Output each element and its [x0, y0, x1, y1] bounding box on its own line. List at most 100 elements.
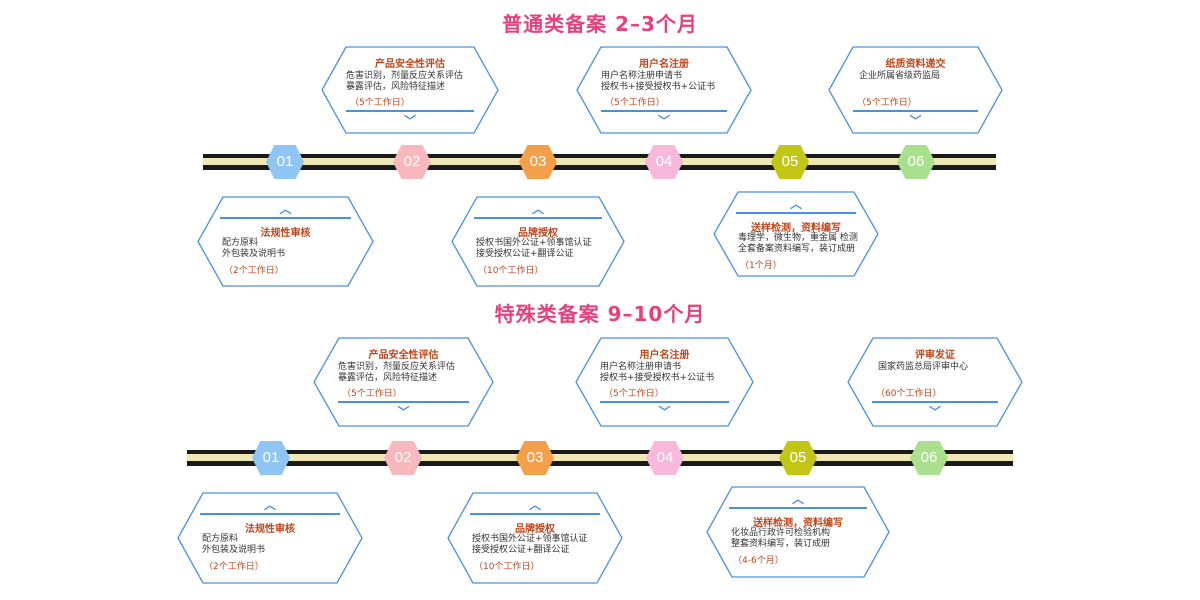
top-step-card: 评审发证国家药监总局评审中心（60个工作日）﹀	[847, 337, 1023, 427]
card-duration: （5个工作日）	[604, 389, 664, 399]
card-detail-line: 接受授权公证+翻译公证	[476, 249, 574, 259]
card-detail-line: 用户名称注册申请书	[601, 71, 683, 81]
chevron-down-icon: ﹀	[909, 114, 922, 128]
top-step-card: 用户名注册用户名称注册申请书授权书+接受授权书+公证书（5个工作日）﹀	[575, 337, 754, 427]
step-node: 06	[910, 441, 948, 475]
step-node: 02	[393, 145, 431, 179]
hexagon-card-frame	[451, 196, 625, 287]
hexagon-outline	[177, 492, 363, 584]
hexagon-outline	[447, 492, 623, 584]
card-title: 评审发证	[915, 350, 955, 361]
card-detail-line: 企业所属省级药监局	[859, 71, 941, 81]
bottom-step-card: ︿ 法规性审核配方原料外包装及说明书 （2个工作日）	[177, 492, 363, 584]
step-node: 04	[646, 441, 684, 475]
card-duration: （5个工作日）	[605, 98, 665, 108]
step-node: 01	[266, 145, 304, 179]
step-node: 02	[384, 441, 422, 475]
section-title: 特殊类备案 9–10个月	[494, 302, 706, 326]
card-divider	[474, 217, 602, 219]
card-duration: （1个月）	[740, 261, 782, 271]
card-title: 纸质资料递交	[885, 59, 946, 70]
card-divider	[729, 507, 867, 509]
hexagon-outline	[451, 196, 625, 287]
card-duration: （10个工作日）	[478, 266, 544, 276]
chevron-down-icon: ﹀	[658, 405, 671, 419]
hexagon-card-frame	[447, 492, 623, 584]
card-divider	[872, 401, 998, 403]
card-detail-line: 授权书国外公证+领事馆认证	[476, 238, 592, 248]
card-title: 用户名注册	[639, 350, 690, 361]
bottom-step-card: ︿ 送样检测，资料编写毒理学，微生物，重金属 检测全套备案资料编写，装订成册 （1个…	[713, 191, 879, 277]
step-node: 03	[519, 145, 557, 179]
top-step-card: 产品安全性评估危害识别，剂量反应关系评估暴露评估，风险特征描述（5个工作日）﹀	[313, 337, 494, 427]
top-step-card: 产品安全性评估危害识别，剂量反应关系评估暴露评估，风险特征描述 （5个工作日） ﹀	[321, 46, 499, 134]
chevron-down-icon: ﹀	[403, 114, 416, 128]
card-divider	[346, 110, 474, 112]
chevron-up-icon: ︿	[789, 197, 802, 211]
chevron-down-icon: ﹀	[657, 114, 670, 128]
chevron-down-icon: ﹀	[928, 405, 941, 419]
card-detail-line: 危害识别，剂量反应关系评估	[346, 71, 464, 81]
hexagon-outline	[197, 196, 374, 287]
hexagon-card-frame	[313, 337, 494, 427]
card-detail-line: 全套备案资料编写，装订成册	[738, 244, 856, 254]
chevron-up-icon: ︿	[528, 498, 541, 512]
card-divider	[338, 401, 469, 403]
card-detail-line: 整套资料编写，装订成册	[731, 539, 831, 549]
card-divider	[600, 401, 729, 403]
card-title: 用户名注册	[639, 59, 689, 70]
card-detail-line: 配方原料	[202, 534, 239, 544]
card-title: 送样检测，资料编写	[753, 518, 843, 529]
bottom-step-card: ︿品牌授权授权书国外公证+领事馆认证接受授权公证+翻译公证（10个工作日）	[447, 492, 623, 584]
chevron-up-icon: ︿	[279, 202, 292, 216]
section-title: 普通类备案 2–3个月	[502, 12, 698, 36]
card-duration: （60个工作日）	[876, 389, 942, 399]
step-node: 06	[897, 145, 935, 179]
card-detail-line: 毒理学，微生物，重金属 检测	[738, 233, 858, 243]
card-detail-line: 外包装及说明书	[222, 249, 286, 259]
card-divider	[601, 110, 727, 112]
card-title: 法规性审核	[245, 524, 295, 535]
hexagon-outline	[706, 486, 890, 578]
card-divider	[853, 110, 978, 112]
card-divider	[220, 217, 351, 219]
step-node: 03	[516, 441, 554, 475]
hexagon-card-frame	[847, 337, 1023, 427]
hexagon-outline	[575, 337, 754, 427]
card-duration: （10个工作日）	[474, 562, 540, 572]
hexagon-card-frame	[706, 486, 890, 578]
bottom-step-card: ︿ 法规性审核配方原料外包装及说明书 （2个工作日）	[197, 196, 374, 287]
chevron-up-icon: ︿	[263, 498, 276, 512]
step-node: 05	[771, 145, 809, 179]
hexagon-card-frame	[197, 196, 374, 287]
card-detail-line: 暴露评估，风险特征描述	[338, 373, 438, 383]
card-duration: （5个工作日）	[350, 98, 410, 108]
bottom-step-card: ︿送样检测，资料编写化妆品行政许可检验机构整套资料编写，装订成册（4-6个月）	[706, 486, 890, 578]
step-node: 04	[645, 145, 683, 179]
card-title: 法规性审核	[260, 228, 311, 239]
card-detail-line: 授权书+接受授权书+公证书	[601, 82, 716, 92]
card-duration: （5个工作日）	[857, 98, 917, 108]
card-title: 品牌授权	[518, 228, 558, 239]
hexagon-outline	[847, 337, 1023, 427]
card-title: 送样检测，资料编写	[751, 223, 841, 234]
chevron-down-icon: ﹀	[397, 405, 410, 419]
chevron-up-icon: ︿	[531, 202, 544, 216]
card-title: 品牌授权	[515, 524, 555, 535]
card-title: 产品安全性评估	[368, 350, 439, 361]
top-step-card: 纸质资料递交企业所属省级药监局 （5个工作日） ﹀	[828, 46, 1003, 134]
card-detail-line: 配方原料	[222, 238, 259, 248]
card-divider	[470, 513, 600, 515]
card-duration: （5个工作日）	[342, 389, 402, 399]
card-duration: （2个工作日）	[204, 562, 264, 572]
hexagon-card-frame	[575, 337, 754, 427]
card-title: 产品安全性评估	[375, 59, 445, 70]
card-detail-line: 外包装及说明书	[202, 545, 266, 555]
step-node: 05	[779, 441, 817, 475]
card-duration: （2个工作日）	[224, 266, 284, 276]
card-detail-line: 接受授权公证+翻译公证	[472, 545, 570, 555]
card-detail-line: 授权书+接受授权书+公证书	[600, 373, 715, 383]
card-detail-line: 暴露评估，风险特征描述	[346, 82, 446, 92]
